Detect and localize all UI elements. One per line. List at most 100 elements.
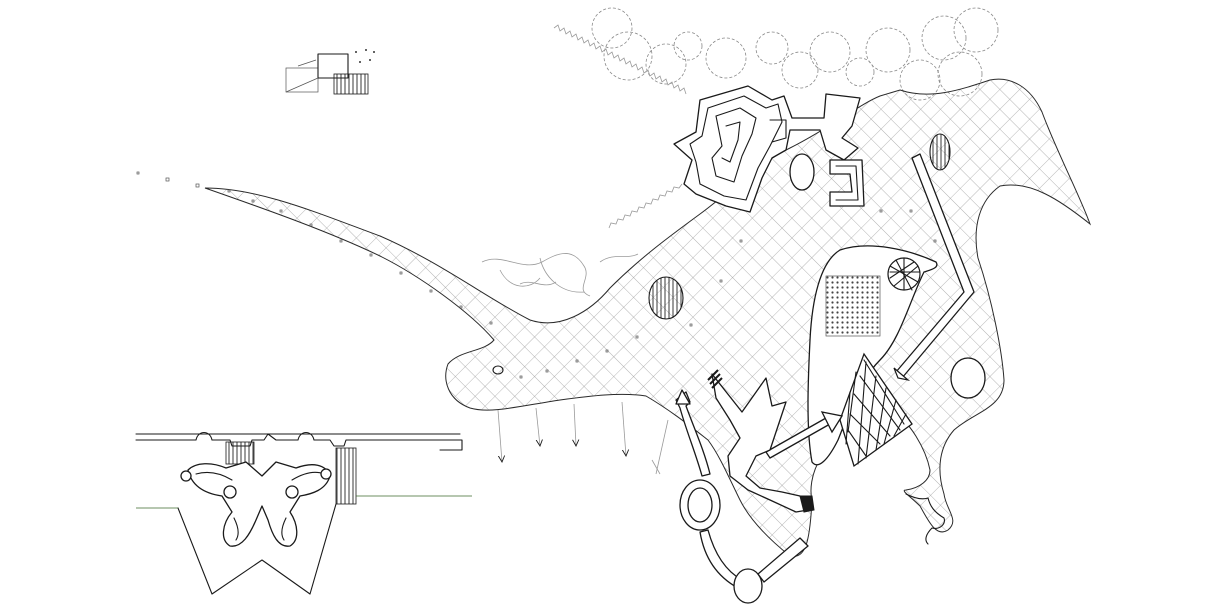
white-ellipse-pond-right bbox=[950, 357, 986, 399]
stepping-stone bbox=[399, 271, 403, 275]
small-ellipse-marker bbox=[492, 365, 504, 375]
tree-canopy bbox=[705, 37, 747, 79]
butterfly-node bbox=[285, 485, 299, 499]
section-elevation-drawing bbox=[135, 431, 472, 595]
maze-inner-wall bbox=[721, 121, 741, 163]
stepping-stone bbox=[136, 171, 140, 175]
stepping-stone bbox=[195, 183, 200, 188]
butterfly-node bbox=[320, 468, 332, 480]
stepping-stone bbox=[309, 223, 313, 227]
stepping-stone bbox=[909, 209, 913, 213]
bent-path-with-arrow bbox=[893, 153, 975, 382]
tree-canopy bbox=[921, 15, 967, 61]
tree-canopy bbox=[591, 7, 633, 49]
key-plan-dot bbox=[373, 51, 375, 53]
stepping-stone bbox=[689, 323, 693, 327]
zigzag-tail-tip bbox=[799, 495, 815, 513]
tree-canopy bbox=[603, 31, 653, 81]
key-plan-dot bbox=[369, 59, 371, 61]
tree-canopy bbox=[809, 31, 851, 73]
ring-large-inner bbox=[687, 487, 713, 523]
maze-structure bbox=[673, 85, 865, 213]
tree-canopy bbox=[845, 57, 875, 87]
section-columns bbox=[225, 441, 255, 465]
key-plan-dot bbox=[355, 51, 357, 53]
tree-canopy-group bbox=[591, 7, 999, 101]
stepping-stone bbox=[605, 349, 609, 353]
maze-c-shape-inner bbox=[835, 165, 859, 201]
tree-canopy bbox=[865, 27, 911, 73]
flow-arrows bbox=[497, 401, 669, 475]
flow-line bbox=[651, 459, 661, 475]
stepping-stone bbox=[489, 321, 493, 325]
stepping-stone bbox=[369, 253, 373, 257]
stepping-stone bbox=[429, 289, 433, 293]
striped-ellipse-feature bbox=[648, 276, 684, 320]
section-top-profile bbox=[135, 431, 463, 451]
stepping-stone bbox=[545, 369, 549, 373]
stepping-stone bbox=[165, 177, 170, 182]
tree-canopy bbox=[781, 51, 819, 89]
flow-arrow bbox=[574, 403, 576, 446]
butterfly-figure bbox=[187, 461, 331, 547]
stepping-stone bbox=[575, 359, 579, 363]
maze-outer-wall bbox=[673, 85, 861, 213]
stepping-stone bbox=[635, 335, 639, 339]
maze-inner-wall bbox=[711, 107, 757, 183]
key-plan-dot bbox=[365, 49, 367, 51]
maze-c-shape bbox=[829, 159, 865, 207]
vegetation-scribble bbox=[481, 253, 639, 297]
maze-inner-wall bbox=[689, 95, 783, 201]
tree-canopy bbox=[673, 31, 703, 61]
pole-arm bbox=[757, 537, 809, 583]
triangular-sculpture bbox=[839, 352, 913, 468]
dotted-garden-bed bbox=[825, 275, 881, 337]
key-plan-dot bbox=[359, 61, 361, 63]
pole-upper bbox=[675, 391, 711, 477]
hedge-zigzag-line bbox=[553, 24, 687, 95]
arrow-bar-head bbox=[820, 411, 844, 434]
butterfly-node bbox=[223, 485, 237, 499]
stepping-stone bbox=[279, 209, 283, 213]
key-plan-lines bbox=[285, 59, 319, 93]
hatched-globe-feature bbox=[887, 257, 921, 291]
ring-small bbox=[733, 568, 763, 604]
butterfly-inner-lines bbox=[195, 471, 325, 541]
stepping-stone bbox=[879, 209, 883, 213]
stepping-stone bbox=[339, 239, 343, 243]
section-columns bbox=[335, 447, 357, 505]
stepping-stone bbox=[933, 239, 937, 243]
key-plan-block bbox=[285, 67, 319, 93]
ring-pole-path bbox=[675, 389, 809, 604]
flow-arrow bbox=[497, 409, 502, 462]
tree-canopy bbox=[645, 43, 687, 85]
path-arrow-tip bbox=[893, 367, 911, 382]
stepping-stone-dots bbox=[136, 171, 937, 379]
flow-arrow bbox=[535, 407, 540, 446]
flow-arrow bbox=[621, 401, 626, 456]
pole-top-cap bbox=[675, 389, 691, 405]
zigzag-bristle bbox=[707, 369, 723, 389]
stepping-stone bbox=[519, 375, 523, 379]
butterfly-node bbox=[180, 470, 192, 482]
stepping-stone bbox=[251, 199, 255, 203]
claw-outline bbox=[905, 493, 945, 545]
key-plan-thumbnail bbox=[285, 49, 375, 95]
maze-inner-wall bbox=[769, 119, 787, 143]
hedge-zigzag-line-lower bbox=[608, 183, 683, 229]
stepping-stone bbox=[719, 279, 723, 283]
zigzag-wall-feature bbox=[707, 369, 815, 513]
stepping-stone bbox=[739, 239, 743, 243]
tree-canopy bbox=[937, 51, 983, 97]
tree-canopy bbox=[755, 31, 789, 65]
white-ellipse-pond bbox=[789, 153, 815, 191]
flow-line bbox=[655, 419, 669, 475]
stepping-stone bbox=[459, 305, 463, 309]
striped-ellipse-feature bbox=[929, 133, 951, 171]
key-plan-grid-block bbox=[333, 73, 369, 95]
section-pit-outline bbox=[177, 503, 337, 595]
stepping-stone bbox=[227, 189, 231, 193]
ground-line bbox=[136, 495, 472, 509]
